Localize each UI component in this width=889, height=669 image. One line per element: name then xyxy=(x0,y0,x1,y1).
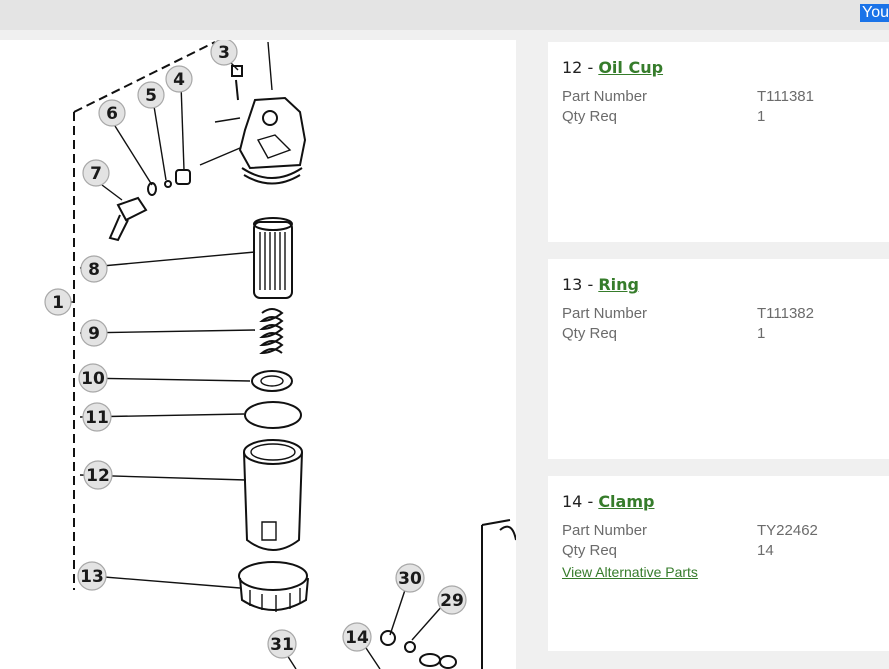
part-name-link[interactable]: Clamp xyxy=(598,492,655,511)
svg-text:13: 13 xyxy=(80,567,104,587)
callout-3[interactable]: 3 xyxy=(210,40,238,66)
callout-31[interactable]: 31 xyxy=(267,629,297,659)
part-card-clamp: 14 - Clamp Part Number TY22462 Qty Req 1… xyxy=(548,476,889,651)
callout-5[interactable]: 5 xyxy=(137,81,165,109)
callout-6[interactable]: 6 xyxy=(98,99,126,127)
top-bar: You xyxy=(0,0,889,30)
part-number-value: T111381 xyxy=(757,88,814,105)
callout-4[interactable]: 4 xyxy=(165,65,193,93)
callout-8[interactable]: 8 xyxy=(80,255,108,283)
qty-value: 14 xyxy=(757,542,774,559)
filter-element xyxy=(253,217,293,299)
callout-30[interactable]: 30 xyxy=(395,563,425,593)
view-alternative-parts-link[interactable]: View Alternative Parts xyxy=(562,564,698,580)
svg-text:31: 31 xyxy=(270,635,294,655)
parts-diagram[interactable]: 1 3 4 5 6 7 8 9 10 11 12 13 14 29 30 31 xyxy=(0,40,516,669)
oil-cup xyxy=(243,439,303,551)
svg-text:5: 5 xyxy=(145,86,157,106)
valve-lever xyxy=(108,196,148,242)
callout-7[interactable]: 7 xyxy=(82,159,110,187)
part-title: 12 - Oil Cup xyxy=(562,58,664,77)
svg-text:7: 7 xyxy=(90,164,102,184)
part-title: 14 - Clamp xyxy=(562,492,655,511)
callout-13[interactable]: 13 xyxy=(77,561,107,591)
bracket-line xyxy=(73,41,216,113)
svg-text:30: 30 xyxy=(398,569,422,589)
svg-text:12: 12 xyxy=(86,466,110,486)
svg-text:29: 29 xyxy=(440,591,464,611)
selected-text[interactable]: You xyxy=(860,4,889,22)
filter-head xyxy=(199,65,307,185)
svg-text:3: 3 xyxy=(218,43,230,63)
part-card-oil-cup: 12 - Oil Cup Part Number T111381 Qty Req… xyxy=(548,42,889,242)
part-name-link[interactable]: Ring xyxy=(598,275,639,294)
part-number-value: T111382 xyxy=(757,305,814,322)
svg-text:9: 9 xyxy=(88,324,100,344)
callout-9[interactable]: 9 xyxy=(80,319,108,347)
part-title: 13 - Ring xyxy=(562,275,639,294)
svg-text:10: 10 xyxy=(81,369,105,389)
svg-text:6: 6 xyxy=(106,104,118,124)
qty-value: 1 xyxy=(757,325,766,342)
svg-text:1: 1 xyxy=(52,293,64,313)
callout-14[interactable]: 14 xyxy=(342,622,372,652)
svg-text:4: 4 xyxy=(173,70,185,90)
callout-12[interactable]: 12 xyxy=(83,460,113,490)
small-fittings xyxy=(147,169,191,196)
part-name-link[interactable]: Oil Cup xyxy=(598,58,664,77)
part-number-value: TY22462 xyxy=(757,522,818,539)
svg-text:14: 14 xyxy=(345,628,369,648)
part-card-ring: 13 - Ring Part Number T111382 Qty Req 1 xyxy=(548,259,889,459)
ring-nut xyxy=(238,561,309,612)
callout-10[interactable]: 10 xyxy=(78,363,108,393)
svg-text:8: 8 xyxy=(88,260,100,280)
exploded-view-drawing: 1 3 4 5 6 7 8 9 10 11 12 13 14 29 30 31 xyxy=(44,40,516,669)
callout-11[interactable]: 11 xyxy=(82,402,112,432)
o-ring xyxy=(244,401,302,429)
callout-1[interactable]: 1 xyxy=(44,288,72,316)
washer xyxy=(251,370,293,392)
callout-29[interactable]: 29 xyxy=(437,585,467,615)
qty-value: 1 xyxy=(757,108,766,125)
spring xyxy=(259,308,284,355)
svg-text:11: 11 xyxy=(85,408,109,428)
lower-parts xyxy=(380,519,516,669)
